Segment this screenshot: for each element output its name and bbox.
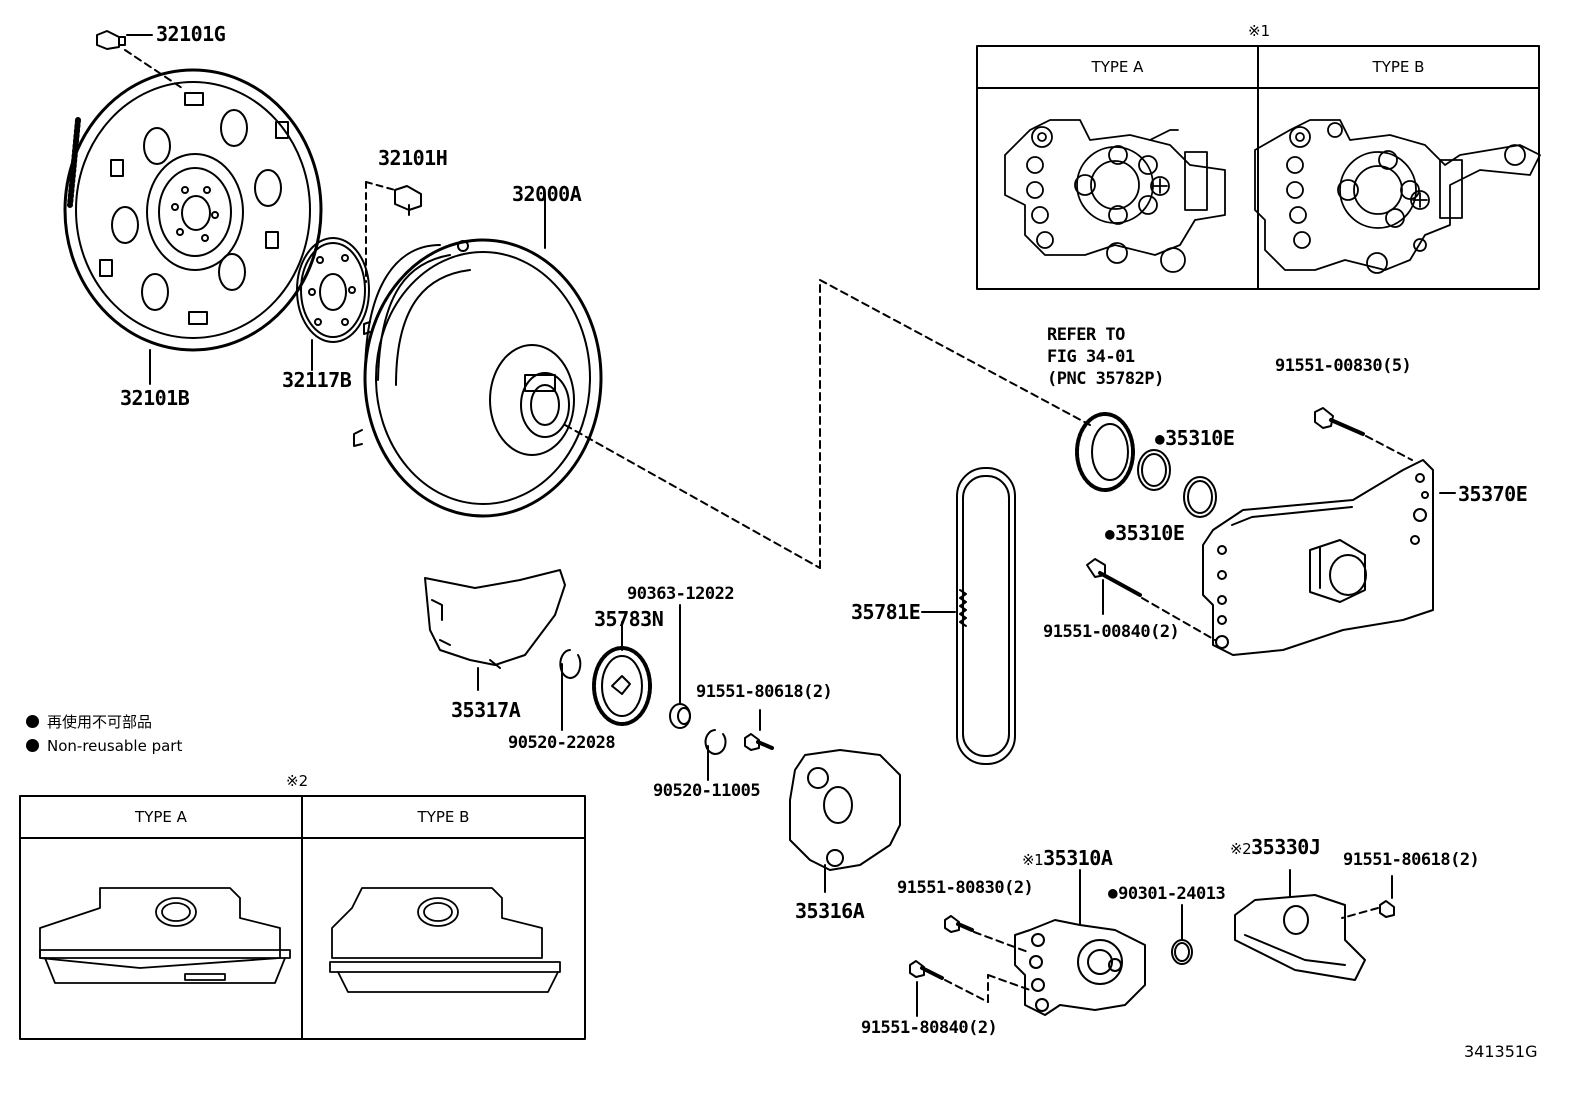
non-reusable-bullet-icon (26, 739, 39, 752)
part-label-91551-80618-b: 91551-80618(2) (1343, 850, 1480, 870)
part-label-90363-12022: 90363-12022 (627, 584, 735, 604)
part-label-35310E-top: 35310E (1155, 426, 1235, 450)
part-label-90520-11005: 90520-11005 (653, 781, 761, 801)
part-number-35310A: 35310A (1043, 846, 1113, 870)
legend-jp: 再使用不可部品 (26, 711, 152, 732)
inset-bottom-type-b-drawing (329, 887, 561, 993)
cover-35317A-drawing (424, 569, 566, 691)
inset-top-type-a-drawing (1004, 119, 1226, 273)
figure-id: 341351G (1464, 1042, 1538, 1061)
oil-pump-35310A-drawing (909, 869, 1193, 1017)
drive-plate-drawing (63, 30, 323, 385)
inset-bottom-type-a-label: TYPE A (135, 808, 187, 826)
part-label-91551-00830: 91551-00830(5) (1275, 356, 1412, 376)
part-label-35783N: 35783N (594, 607, 664, 631)
inset-top-frame (976, 45, 1540, 290)
snap-ring-small-drawing (704, 729, 727, 781)
snap-ring-drawing (559, 649, 582, 731)
part-label-32000A: 32000A (512, 182, 582, 206)
part-label-35317A: 35317A (451, 698, 521, 722)
type1-mark: ※1 (1022, 851, 1044, 869)
spacer-plate-drawing (296, 181, 422, 371)
cover-35316A-drawing (744, 709, 901, 893)
inset-top-type-b-label: TYPE B (1372, 58, 1425, 76)
legend-en: Non-reusable part (26, 737, 182, 755)
refer-note-line-2: FIG 34-01 (1047, 347, 1135, 367)
inset-top-type-a-label: TYPE A (1091, 58, 1144, 76)
part-label-35370E: 35370E (1458, 482, 1528, 506)
strainer-35330J-drawing (1234, 869, 1395, 981)
part-label-35330J: ※235330J (1230, 835, 1321, 859)
part-label-35316A: 35316A (795, 899, 865, 923)
refer-note-line-3: (PNC 35782P) (1047, 369, 1164, 389)
gear-35783N-drawing (592, 621, 652, 726)
refer-note-line-1: REFER TO (1047, 325, 1125, 345)
part-label-32101B: 32101B (120, 386, 190, 410)
inset-bottom-type-b-label: TYPE B (417, 808, 470, 826)
inset-top-type-b-drawing (1254, 119, 1541, 274)
part-label-91551-80830: 91551-80830(2) (897, 878, 1034, 898)
non-reusable-bullet-icon (26, 715, 39, 728)
bearing-drawing (669, 604, 691, 729)
legend-jp-text: 再使用不可部品 (47, 713, 153, 731)
oil-pump-cover-drawing (1086, 407, 1456, 656)
part-label-91551-80840: 91551-80840(2) (861, 1018, 998, 1038)
part-label-91551-80618-a: 91551-80618(2) (696, 682, 833, 702)
part-label-32101G: 32101G (156, 22, 226, 46)
part-label-90520-22028: 90520-22028 (508, 733, 616, 753)
part-number-35330J: 35330J (1251, 835, 1321, 859)
part-label-35781E: 35781E (851, 600, 921, 624)
inset-bottom-type-a-drawing (39, 887, 291, 984)
part-label-35310A: ※135310A (1022, 846, 1113, 870)
part-label-32101H: 32101H (378, 146, 448, 170)
inset-bottom-mark: ※2 (286, 772, 309, 790)
drive-sprocket-drawing (1075, 412, 1217, 518)
part-label-35310E-bottom: 35310E (1105, 521, 1185, 545)
part-label-91551-00840: 91551-00840(2) (1043, 622, 1180, 642)
type2-mark: ※2 (1230, 840, 1252, 858)
inset-bottom-frame (19, 795, 586, 1040)
torque-converter-drawing (353, 194, 821, 569)
part-label-32117B: 32117B (282, 368, 352, 392)
legend-en-text: Non-reusable part (47, 737, 183, 755)
inset-top-mark: ※1 (1248, 22, 1271, 40)
part-label-90301-24013: 90301-24013 (1108, 884, 1226, 904)
drive-chain-drawing (921, 467, 1016, 765)
refer-note: REFER TO FIG 34-01 (PNC 35782P) (1047, 324, 1164, 390)
